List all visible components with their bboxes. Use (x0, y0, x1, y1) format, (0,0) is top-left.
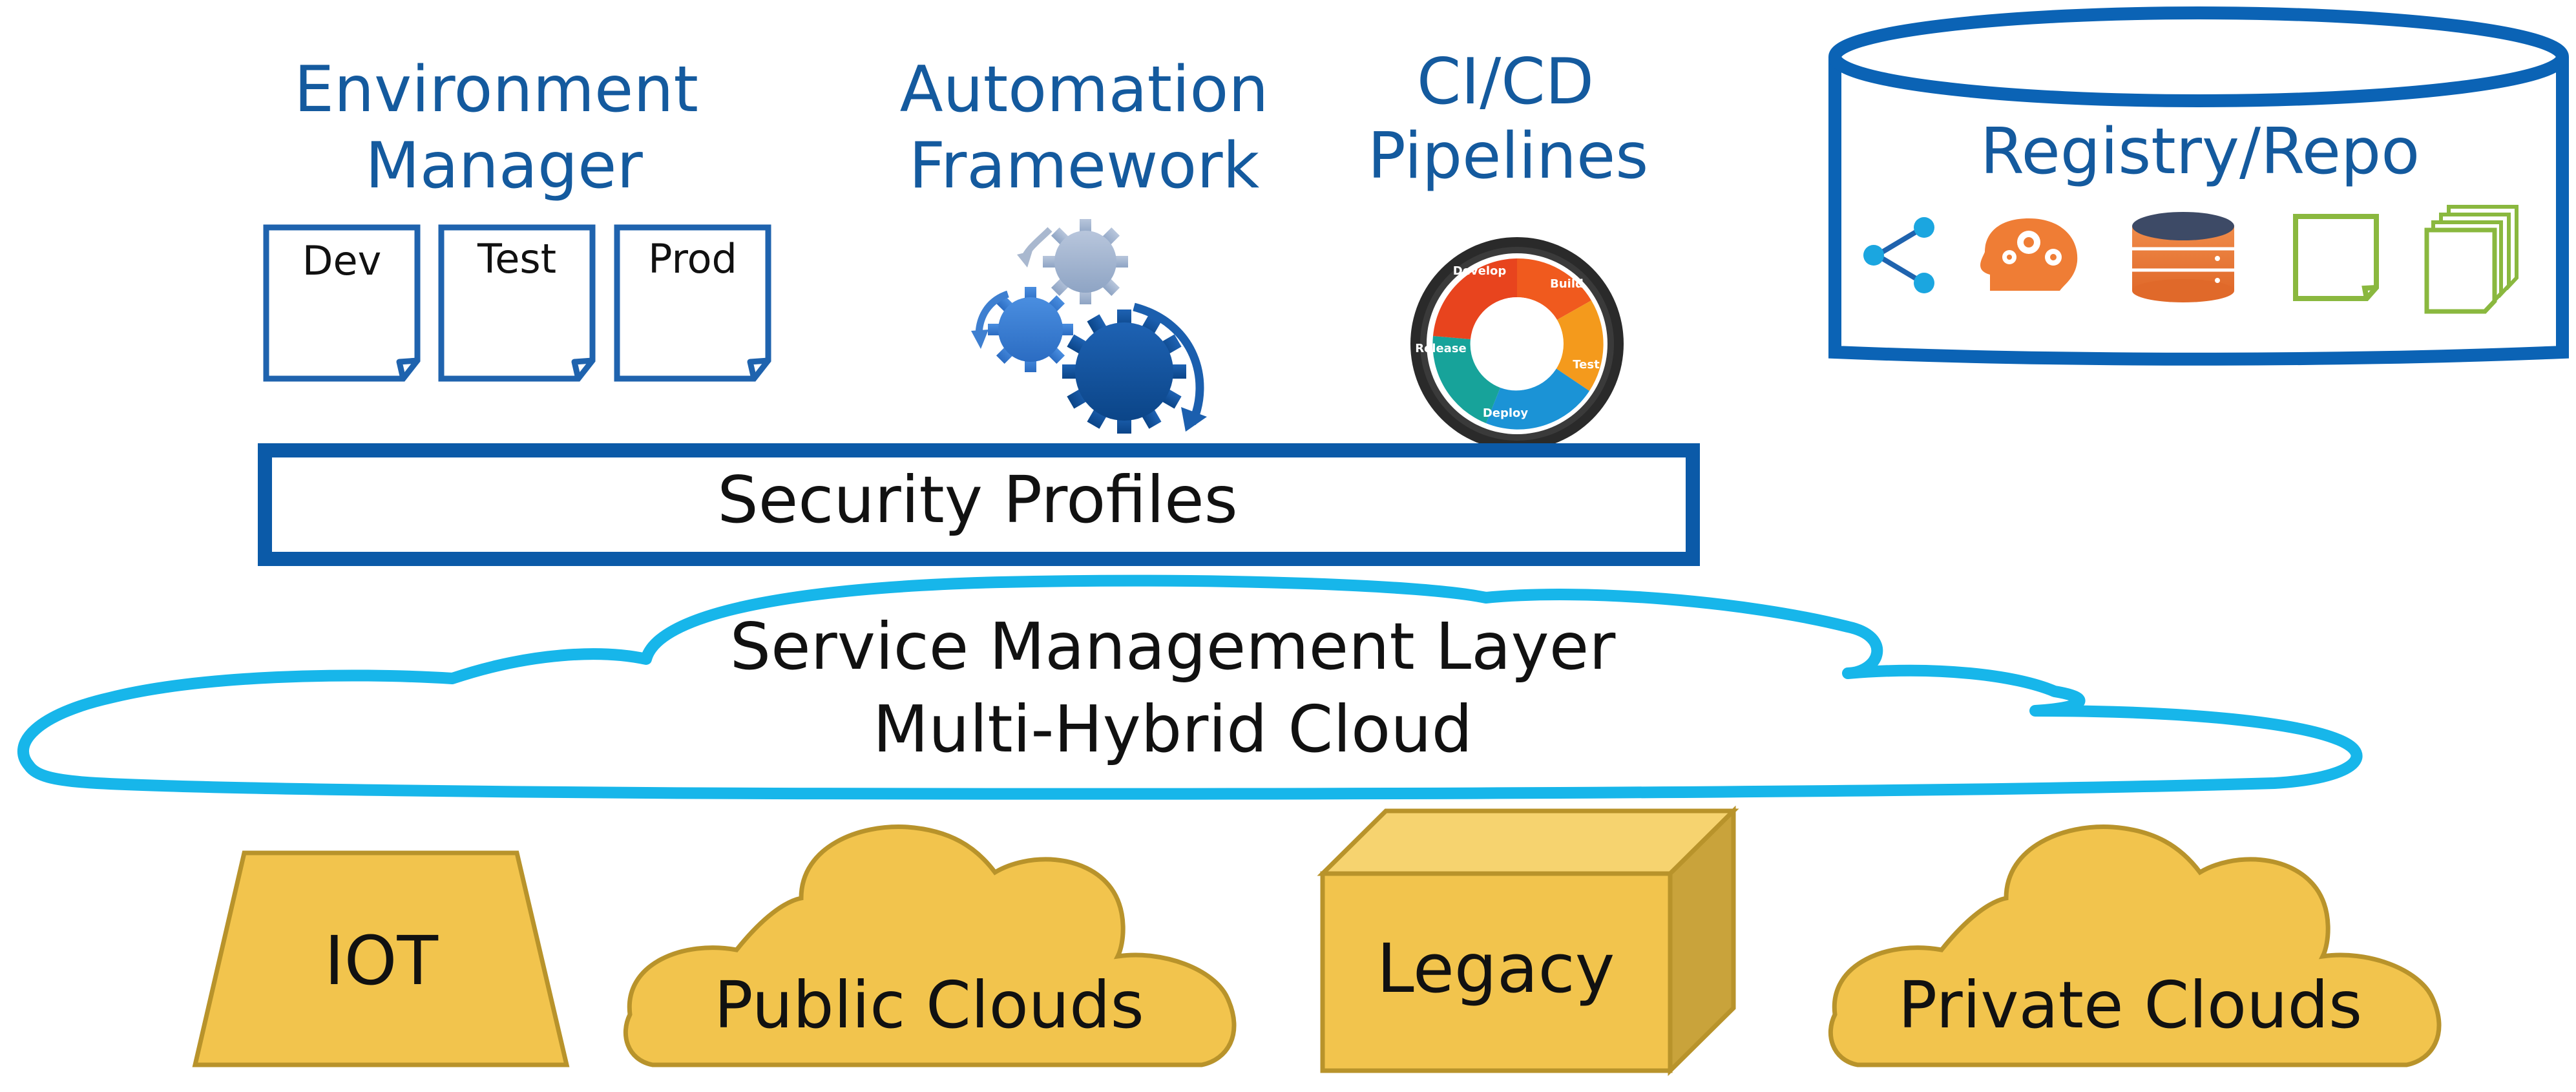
stage-develop: Develop (1453, 264, 1507, 278)
cicd-title-line1: CI/CD (1417, 45, 1594, 119)
share-icon (1863, 217, 1934, 293)
cicd-title-line2: Pipelines (1368, 120, 1649, 193)
stage-test: Test (1573, 358, 1600, 372)
iot-label: IOT (324, 921, 439, 1000)
legacy-block: Legacy (1317, 805, 1739, 1076)
security-profiles-label: Security Profiles (717, 462, 1237, 538)
automation-framework-group: Automation Framework (900, 53, 1269, 434)
gears-icon (971, 219, 1207, 434)
environment-manager-title-line1: Environment (294, 53, 698, 127)
private-clouds-label: Private Clouds (1898, 967, 2362, 1043)
prod-label: Prod (648, 235, 737, 282)
brain-gears-icon (1980, 218, 2078, 291)
cicd-group: CI/CD Pipelines Develop Build Test Deplo… (1368, 45, 1649, 450)
service-layer-line2: Multi-Hybrid Cloud (873, 691, 1472, 767)
database-icon (2132, 212, 2234, 302)
test-label: Test (477, 235, 556, 282)
document-icon (2293, 214, 2379, 301)
environment-manager-group: Environment Manager Dev Test Prod (263, 53, 771, 382)
public-clouds-block: Public Clouds (623, 824, 1237, 1067)
registry-repo-group: Registry/Repo (1828, 6, 2569, 366)
environment-manager-title-line2: Manager (365, 129, 643, 203)
service-management-cloud: Service Management Layer Multi-Hybrid Cl… (17, 574, 2363, 800)
test-document-icon: Test (438, 224, 596, 382)
stage-release: Release (1415, 342, 1467, 355)
public-clouds-label: Public Clouds (714, 967, 1144, 1043)
iot-block: IOT (192, 850, 570, 1067)
automation-title-line2: Framework (909, 129, 1260, 203)
legacy-label: Legacy (1377, 929, 1615, 1008)
dev-label: Dev (302, 237, 382, 284)
registry-title: Registry/Repo (1980, 115, 2420, 189)
stage-deploy: Deploy (1483, 406, 1529, 420)
service-layer-line1: Service Management Layer (730, 609, 1617, 684)
pipeline-cycle-icon: Develop Build Test Deploy Release (1410, 237, 1624, 450)
documents-stack-icon (2424, 205, 2518, 314)
automation-title-line1: Automation (900, 53, 1269, 127)
security-profiles-bar: Security Profiles (258, 443, 1700, 566)
dev-document-icon: Dev (263, 224, 421, 382)
stage-build: Build (1550, 277, 1584, 291)
prod-document-icon: Prod (614, 224, 771, 382)
private-clouds-block: Private Clouds (1828, 824, 2442, 1067)
